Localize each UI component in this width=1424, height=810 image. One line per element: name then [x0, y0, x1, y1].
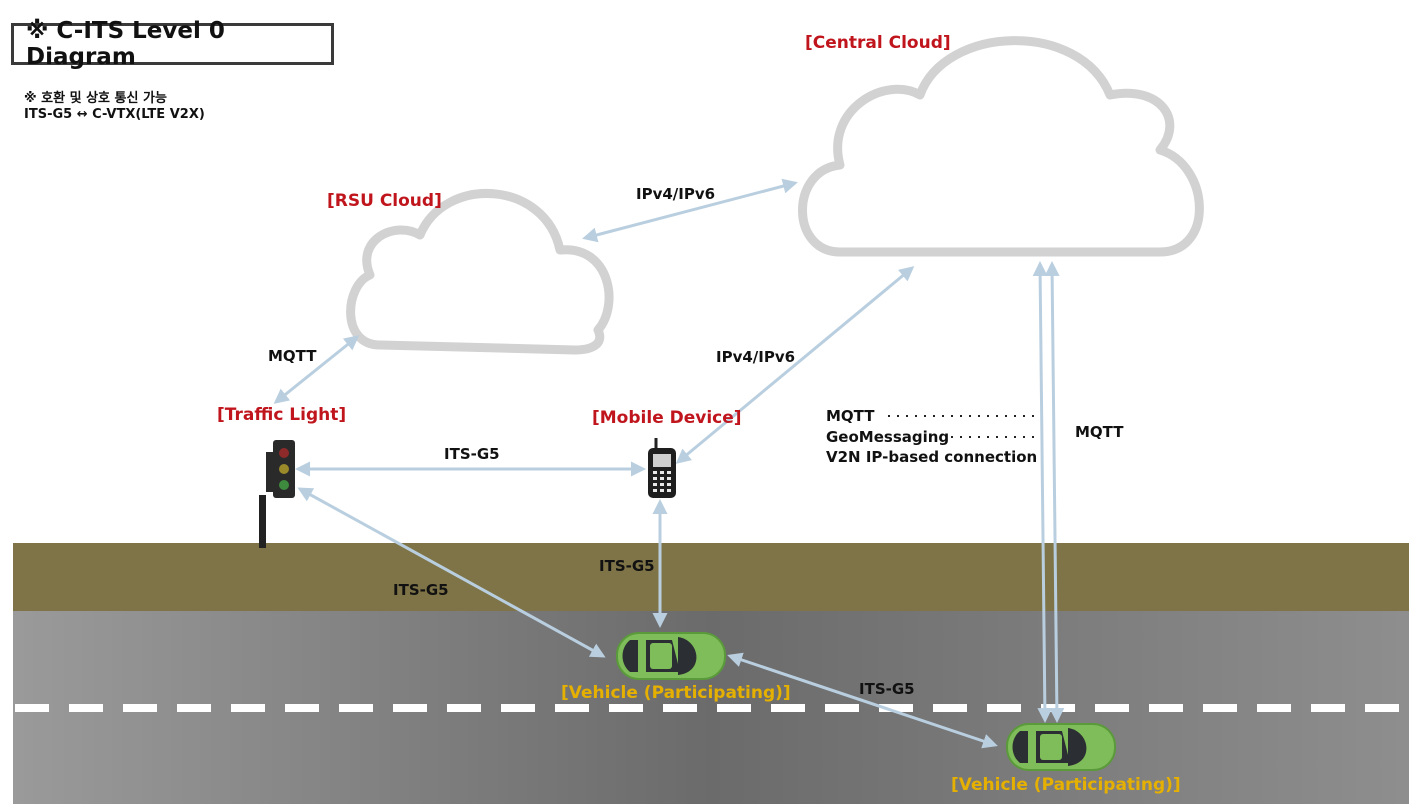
vehicle-label-2: [Vehicle (Participating)] — [951, 775, 1181, 795]
link-label-light-vehicle: ITS-G5 — [393, 581, 449, 599]
mobile-device-label: [Mobile Device] — [592, 408, 742, 428]
note-line-1: ※ 호환 및 상호 통신 가능 — [24, 91, 167, 106]
mobile-phone-icon — [648, 438, 676, 498]
rsu-cloud-label: [RSU Cloud] — [327, 191, 442, 211]
link-label-mobile-central: IPv4/IPv6 — [716, 348, 796, 366]
link-label-central-vehicle: MQTT — [1075, 423, 1124, 441]
protocol-item-1: MQTT — [826, 407, 875, 425]
arrow-vehicle-vehicle — [727, 652, 998, 749]
link-label-mobile-vehicle: ITS-G5 — [599, 557, 655, 575]
rsu-cloud-shape — [346, 189, 614, 355]
sidewalk — [13, 543, 1409, 611]
protocol-item-3: V2N IP-based connection — [826, 448, 1038, 466]
vehicle-label-1: [Vehicle (Participating)] — [561, 683, 791, 703]
arrow-mobile-central — [675, 266, 915, 464]
arrow-central-vehicle-b — [1044, 261, 1065, 723]
central-cloud-label: [Central Cloud] — [805, 33, 951, 53]
note-line-2: ITS-G5 ↔ C-VTX(LTE V2X) — [24, 107, 205, 122]
arrow-central-vehicle-a — [1032, 261, 1053, 723]
link-label-vehicle-vehicle: ITS-G5 — [859, 680, 915, 698]
link-label-rsu-central: IPv4/IPv6 — [636, 185, 716, 203]
link-label-light-rsu: MQTT — [268, 347, 317, 365]
protocol-item-2: GeoMessaging — [826, 428, 950, 446]
traffic-light-label: [Traffic Light] — [217, 405, 347, 425]
link-label-light-mobile: ITS-G5 — [444, 445, 500, 463]
car-icon-1 — [616, 632, 726, 680]
arrow-rsu-central — [582, 178, 798, 243]
arrow-light-vehicle — [297, 487, 606, 658]
central-cloud-shape — [798, 36, 1204, 257]
traffic-light-icon — [259, 440, 295, 548]
car-icon-2 — [1006, 723, 1116, 771]
arrow-light-rsu — [273, 335, 360, 404]
diagram-title: ※ C-ITS Level 0 Diagram — [11, 18, 334, 70]
